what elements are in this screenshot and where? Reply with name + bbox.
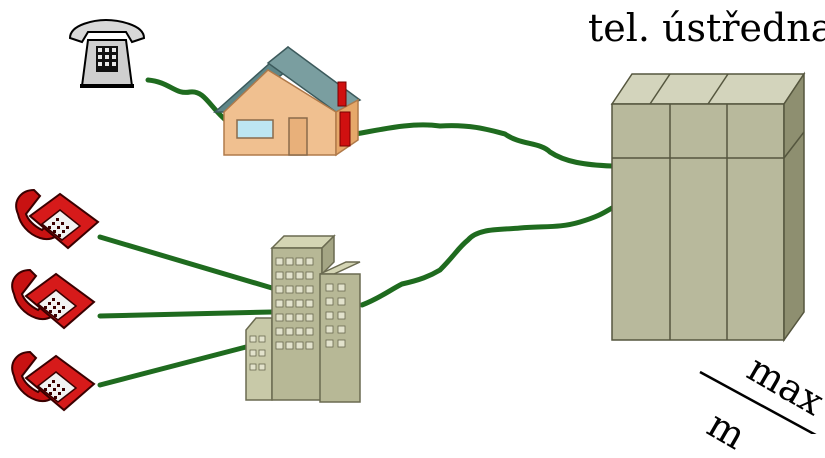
red-phone-icon (15, 189, 99, 249)
wire-building-exchange (359, 205, 615, 308)
exchange-cabinet-icon (610, 71, 806, 343)
red-phone-icon (11, 351, 95, 411)
wire-phone2-building (97, 309, 275, 319)
fraction-line (699, 370, 817, 434)
wires (97, 77, 615, 388)
red-phone-icon (11, 269, 95, 329)
wire-house-exchange (347, 122, 615, 169)
exchange-title: tel. ústředna (588, 6, 825, 50)
desk-phone-icon (68, 18, 146, 88)
wire-phone3-building (97, 344, 249, 388)
telephone-network-diagram (11, 18, 817, 434)
wire-deskphone-house (145, 77, 231, 125)
wire-phone1-building (97, 234, 275, 291)
house-icon (213, 45, 362, 157)
office-building-icon (245, 234, 361, 403)
